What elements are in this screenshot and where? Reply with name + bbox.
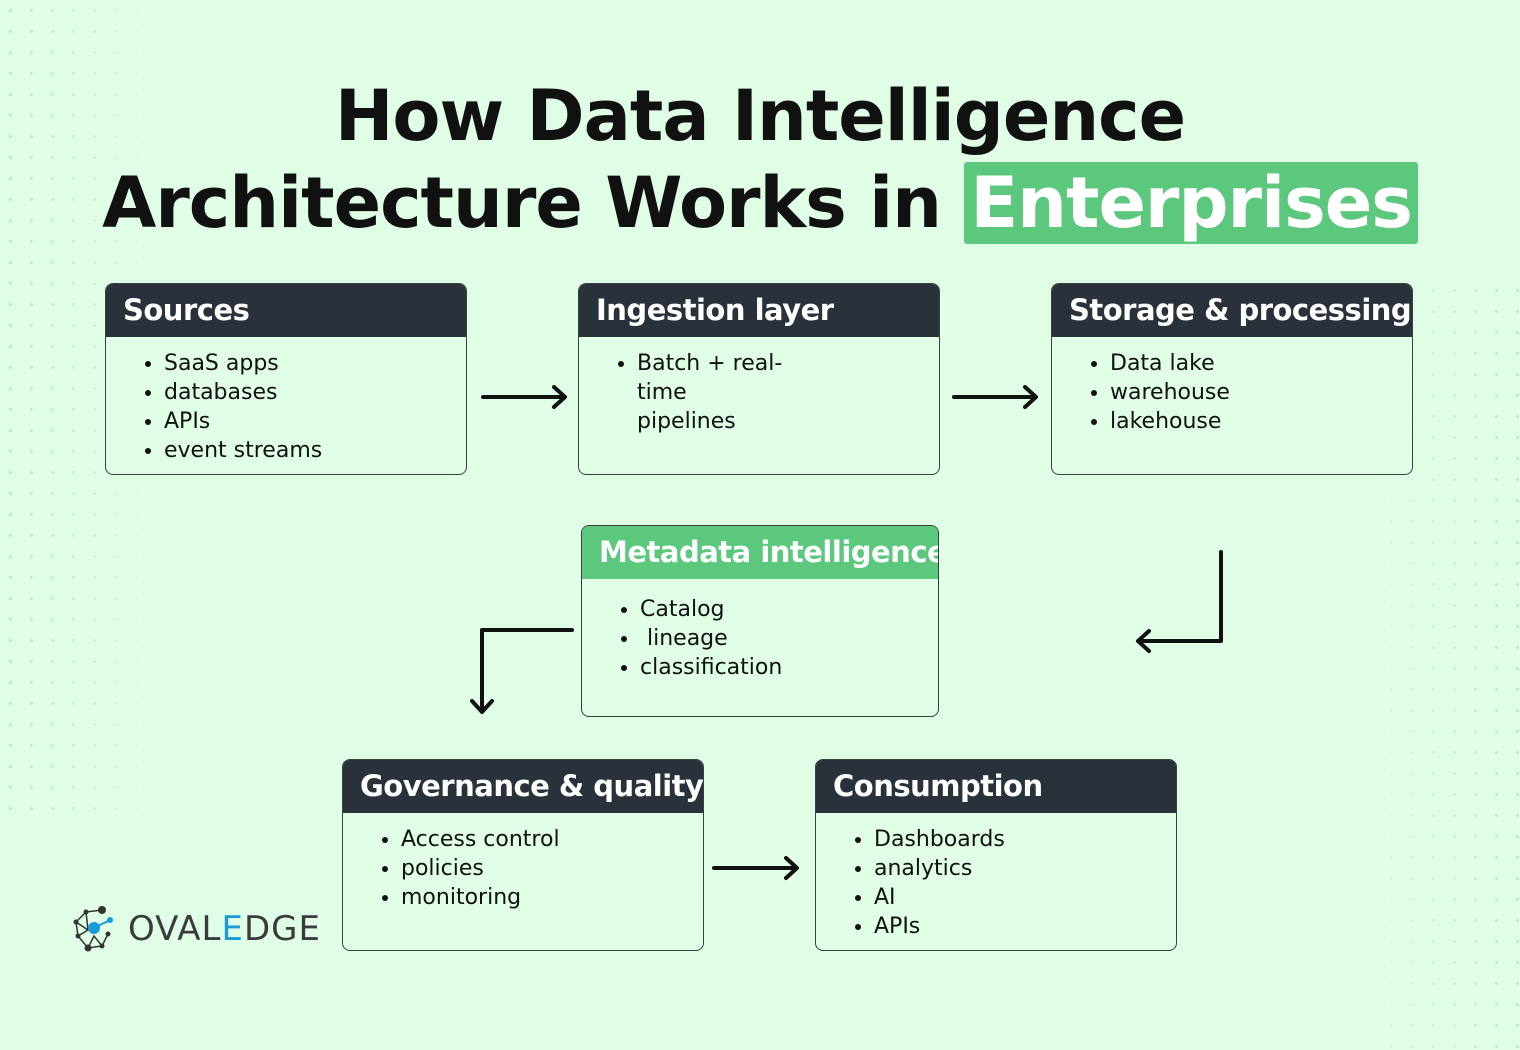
list-item: APIs bbox=[164, 407, 466, 436]
title-line-2: Architecture Works in Enterprises bbox=[0, 160, 1520, 246]
list-item: APIs bbox=[874, 912, 1176, 941]
list-item: policies bbox=[401, 854, 703, 883]
sources-list: SaaS apps databases APIs event streams bbox=[106, 349, 466, 465]
arrow-ingestion-to-storage bbox=[952, 385, 1038, 409]
list-item: Catalog bbox=[640, 595, 938, 624]
list-item: Dashboards bbox=[874, 825, 1176, 854]
storage-box: Storage & processing Data lake warehouse… bbox=[1051, 283, 1413, 475]
arrow-governance-to-consumption bbox=[712, 856, 799, 880]
arrow-storage-to-metadata bbox=[1136, 550, 1223, 653]
consumption-box: Consumption Dashboards analytics AI APIs bbox=[815, 759, 1177, 951]
ovaledge-wordmark: OVALEDGE bbox=[128, 909, 321, 949]
storage-list: Data lake warehouse lakehouse bbox=[1052, 349, 1412, 436]
metadata-header: Metadata intelligence bbox=[582, 526, 938, 579]
list-item: SaaS apps bbox=[164, 349, 466, 378]
title-line-2-text: Architecture Works in bbox=[102, 162, 965, 244]
ovaledge-logo: OVALEDGE bbox=[72, 906, 321, 952]
list-item: warehouse bbox=[1110, 378, 1412, 407]
metadata-box: Metadata intelligence Catalog lineage cl… bbox=[581, 525, 939, 717]
list-item: databases bbox=[164, 378, 466, 407]
title-highlight: Enterprises bbox=[964, 162, 1418, 244]
list-item: lakehouse bbox=[1110, 407, 1412, 436]
governance-box: Governance & quality Access control poli… bbox=[342, 759, 704, 951]
title-line-1: How Data Intelligence bbox=[334, 75, 1186, 157]
governance-header: Governance & quality bbox=[343, 760, 703, 813]
list-item: lineage bbox=[640, 624, 938, 653]
storage-header: Storage & processing bbox=[1052, 284, 1412, 337]
list-item: Access control bbox=[401, 825, 703, 854]
arrow-sources-to-ingestion bbox=[481, 385, 567, 409]
ovaledge-network-icon bbox=[73, 906, 113, 952]
sources-box: Sources SaaS apps databases APIs event s… bbox=[105, 283, 467, 475]
ingestion-list: Batch + real-time pipelines bbox=[579, 349, 787, 436]
metadata-list: Catalog lineage classification bbox=[582, 595, 938, 682]
list-item: analytics bbox=[874, 854, 1176, 883]
arrow-metadata-to-governance bbox=[470, 628, 574, 714]
governance-list: Access control policies monitoring bbox=[343, 825, 703, 912]
list-item: Data lake bbox=[1110, 349, 1412, 378]
list-item: monitoring bbox=[401, 883, 703, 912]
list-item: event streams bbox=[164, 436, 466, 465]
list-item: classification bbox=[640, 653, 938, 682]
consumption-list: Dashboards analytics AI APIs bbox=[816, 825, 1176, 941]
sources-header: Sources bbox=[106, 284, 466, 337]
ingestion-header: Ingestion layer bbox=[579, 284, 939, 337]
ingestion-box: Ingestion layer Batch + real-time pipeli… bbox=[578, 283, 940, 475]
consumption-header: Consumption bbox=[816, 760, 1176, 813]
list-item: AI bbox=[874, 883, 1176, 912]
list-item: Batch + real-time pipelines bbox=[637, 349, 787, 436]
